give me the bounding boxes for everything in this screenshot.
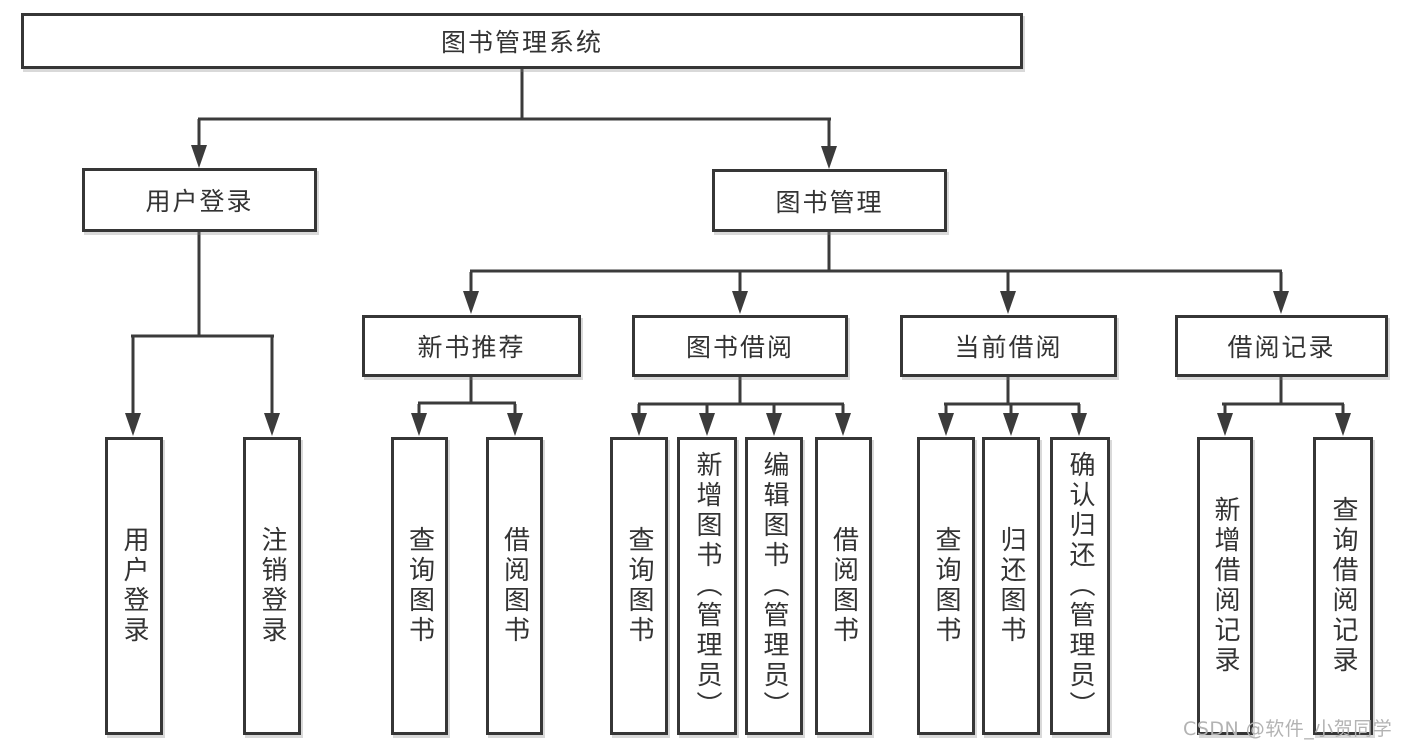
connector-current-borrow-children (938, 377, 1087, 436)
connector-root-to-level2 (191, 69, 837, 169)
leaf-user-login: 用户登录 (105, 437, 163, 735)
node-user-login: 用户登录 (82, 168, 317, 232)
leaf-query-books-borrow: 查询图书 (610, 437, 668, 735)
leaf-edit-book-admin: 编辑图书（管理员） (745, 437, 803, 735)
node-label: 用户登录 (119, 526, 149, 646)
leaf-confirm-return-admin: 确认归还（管理员） (1050, 437, 1110, 735)
connector-new-book-children (411, 377, 523, 436)
node-book-management: 图书管理 (712, 169, 947, 232)
csdn-watermark: CSDN @软件_小贺同学 (1183, 718, 1393, 740)
node-label: 查询图书 (931, 526, 961, 646)
node-label: 借阅图书 (828, 526, 859, 646)
connector-book-management-to-level3 (463, 232, 1289, 314)
node-label: 借阅记录 (1227, 333, 1336, 362)
node-label: 查询图书 (624, 526, 654, 646)
node-label: 用户登录 (145, 187, 254, 216)
connector-user-login-children (125, 232, 280, 436)
node-label: 图书管理 (775, 187, 884, 217)
node-new-book-recommend: 新书推荐 (362, 315, 581, 377)
leaf-logout: 注销登录 (243, 437, 301, 735)
node-current-borrow: 当前借阅 (900, 315, 1117, 377)
leaf-query-borrow-record: 查询借阅记录 (1313, 437, 1373, 735)
node-library-management-system: 图书管理系统 (21, 13, 1023, 69)
connector-borrow-records-children (1217, 377, 1351, 436)
node-label: 借阅图书 (499, 526, 530, 646)
leaf-query-books-current: 查询图书 (917, 437, 975, 735)
node-label: 归还图书 (996, 526, 1026, 646)
node-label: 图书借阅 (685, 333, 794, 362)
node-label: 当前借阅 (954, 333, 1063, 362)
node-label: 查询图书 (404, 526, 435, 646)
leaf-add-borrow-record: 新增借阅记录 (1197, 437, 1253, 735)
node-label: 确认归还（管理员） (1065, 451, 1095, 721)
leaf-borrow-books: 借阅图书 (815, 437, 872, 735)
node-label: 新增图书（管理员） (692, 451, 722, 721)
node-label: 图书管理系统 (440, 28, 603, 57)
node-book-borrow: 图书借阅 (632, 315, 848, 377)
connector-book-borrow-children (631, 377, 851, 436)
leaf-borrow-books-recommend: 借阅图书 (486, 437, 543, 735)
node-borrow-records: 借阅记录 (1175, 315, 1388, 377)
leaf-query-books-recommend: 查询图书 (391, 437, 448, 735)
leaf-return-books: 归还图书 (982, 437, 1040, 735)
node-label: 新书推荐 (417, 333, 526, 362)
node-label: 编辑图书（管理员） (759, 451, 789, 721)
node-label: 查询借阅记录 (1328, 496, 1358, 676)
node-label: 注销登录 (257, 526, 287, 646)
node-label: 新增借阅记录 (1210, 496, 1240, 676)
leaf-add-book-admin: 新增图书（管理员） (677, 437, 737, 735)
